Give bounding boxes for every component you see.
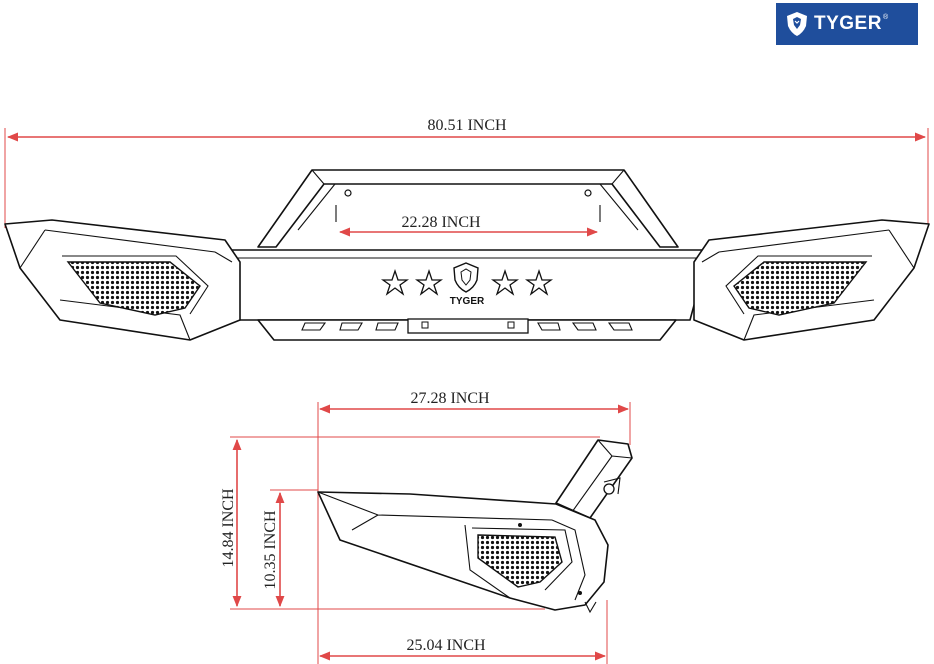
tiger-badge-icon	[453, 262, 479, 293]
logo-brand-text: TYGER	[814, 13, 882, 34]
right-mesh-grille	[733, 261, 868, 316]
tyger-logo: TYGER ®	[776, 3, 918, 45]
front-view: 80.51 INCH 22.28 INCH	[4, 117, 930, 341]
side-mesh-grille	[477, 534, 563, 588]
tiger-head-shield-icon	[787, 12, 807, 36]
left-mesh-grille	[66, 261, 201, 316]
wing-height-label: 10.35 INCH	[262, 510, 279, 590]
skid-slots	[301, 322, 633, 331]
license-plate-bracket	[407, 318, 529, 334]
hoop-edges	[297, 169, 639, 231]
side-top-length-label: 27.28 INCH	[410, 390, 490, 407]
center-opening-label: 22.28 INCH	[401, 214, 481, 231]
center-hoop	[257, 169, 679, 248]
overall-width-label: 80.51 INCH	[427, 117, 507, 134]
side-wing-body	[317, 491, 609, 611]
side-bottom-length-label: 25.04 INCH	[406, 637, 486, 654]
star-decals	[380, 268, 554, 296]
overall-height-label: 14.84 INCH	[220, 488, 237, 568]
bumper-brand-text: TYGER	[450, 296, 485, 307]
side-view: 27.28 INCH 25.04 INCH 14.84 INCH 10.35 I…	[220, 390, 633, 664]
side-hoop-arm	[555, 439, 633, 519]
logo-registered-mark: ®	[882, 14, 889, 21]
